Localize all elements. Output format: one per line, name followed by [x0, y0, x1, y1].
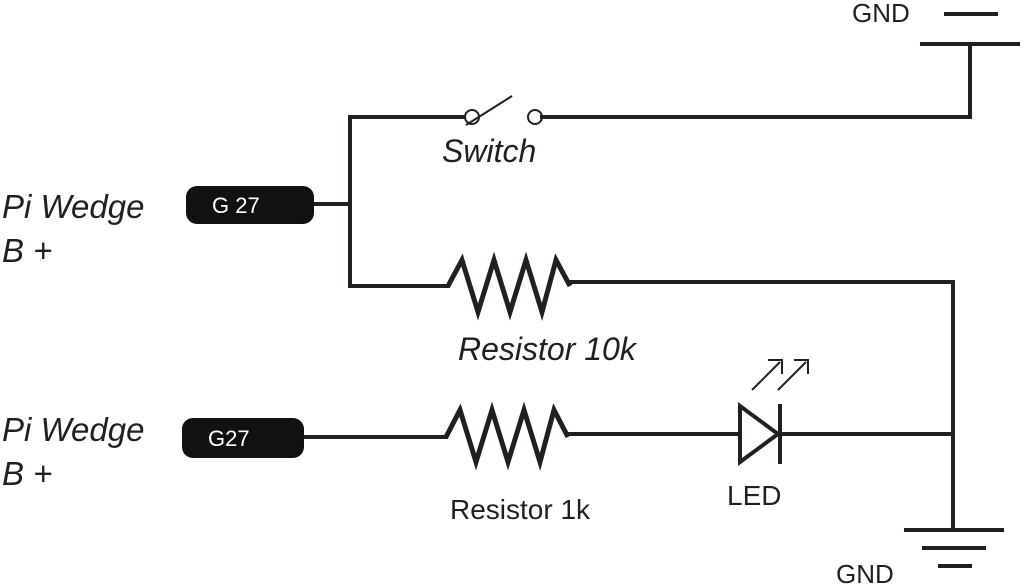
led-light-arrows [751, 359, 809, 391]
pin-g27-top-label: G 27 [212, 193, 260, 218]
resistor-1k [443, 401, 571, 472]
led-label: LED [727, 480, 781, 511]
pi-wedge-label-bottom: Pi Wedge [2, 411, 144, 448]
ground-symbol-top [920, 12, 1020, 46]
gnd-label-top: GND [852, 0, 910, 28]
switch-label: Switch [442, 133, 536, 169]
led-symbol [738, 402, 955, 466]
pi-wedge-bplus-bottom: B + [2, 455, 52, 492]
resistor-1k-label: Resistor 1k [450, 494, 591, 525]
ground-symbol-bottom [904, 528, 1004, 568]
pin-g27-top: G 27 [186, 186, 314, 224]
resistor-10k-wire [568, 280, 955, 532]
resistor-10k [445, 251, 573, 322]
resistor-10k-label: Resistor 10k [458, 331, 638, 367]
pin-g27-bottom-label: G27 [208, 426, 250, 451]
pi-wedge-label-top: Pi Wedge [2, 188, 144, 225]
switch-branch-wire [310, 44, 972, 288]
gnd-label-bottom: GND [836, 559, 894, 584]
pi-wedge-bplus-top: B + [2, 232, 52, 269]
pin-g27-bottom: G27 [182, 418, 304, 458]
switch-symbol [464, 95, 543, 126]
